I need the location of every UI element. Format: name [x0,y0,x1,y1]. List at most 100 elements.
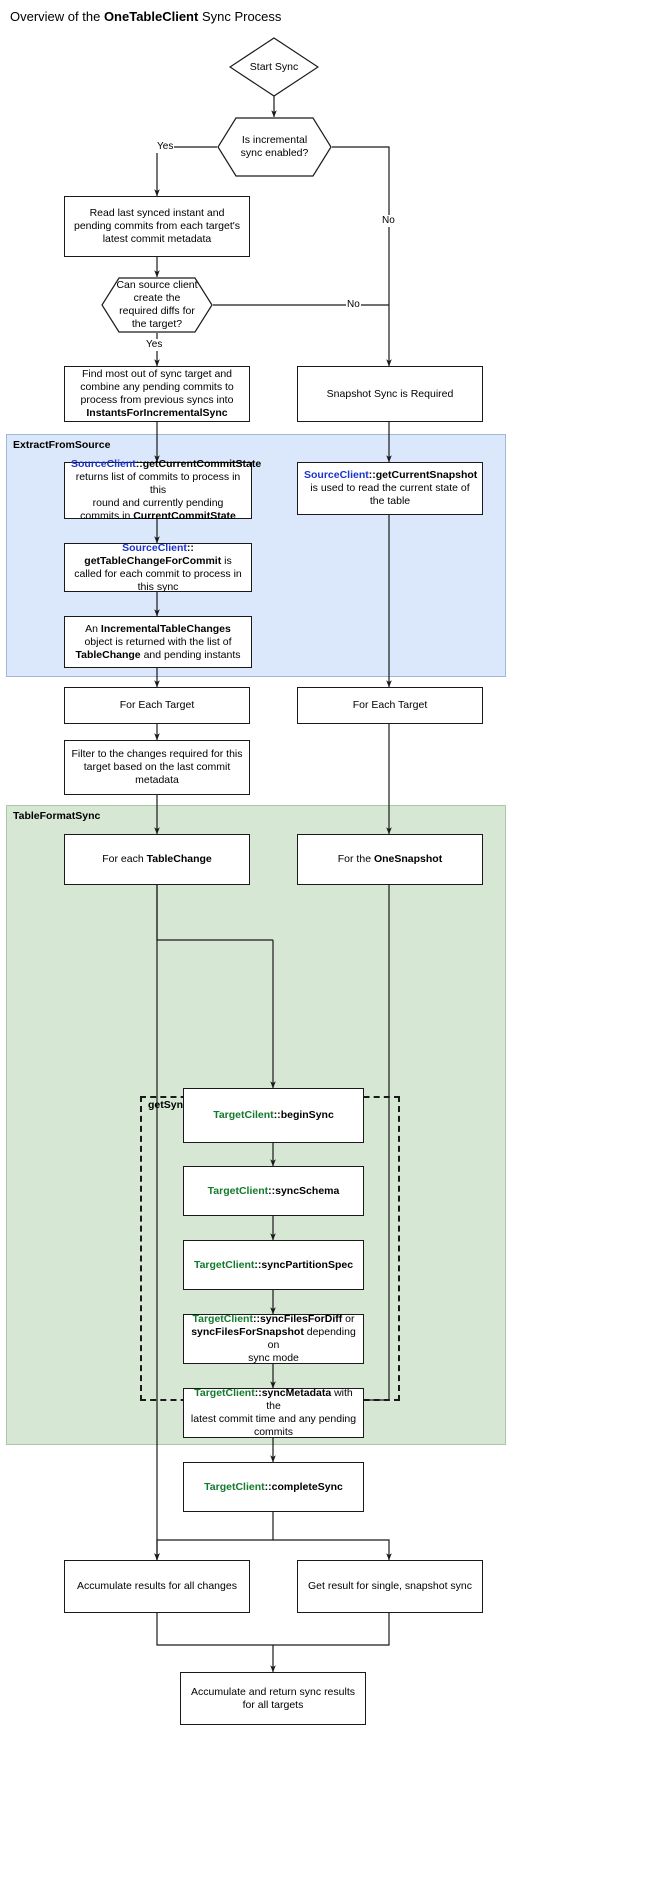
node-filter-changes-label: Filter to the changes required for this … [71,748,243,786]
node-get-current-commit-state[interactable]: SourceClient::getCurrentCommitState retu… [64,458,261,522]
node-sync-metadata-label: TargetClient::syncMetadata with the late… [190,1387,357,1439]
node-get-result-single[interactable]: Get result for single, snapshot sync [297,1560,483,1613]
node-sync-partition-spec-label: TargetClient::syncPartitionSpec [190,1259,357,1272]
body-line-2: round and currently pending [92,497,224,509]
node-is-incremental-sync-enabled-label: Is incremental sync enabled? [240,134,309,159]
title-prefix: Overview of the [10,9,104,24]
node-get-current-snapshot-label: SourceClient::getCurrentSnapshot is used… [304,469,478,508]
line-3: process from previous syncs into [80,394,234,406]
node-start-sync-label: Start Sync [249,60,299,73]
scope-sep: :: [368,469,376,481]
node-for-each-table-change-label: For each TableChange [71,853,243,866]
node-get-current-commit-state-label: SourceClient::getCurrentCommitState retu… [71,458,261,523]
edge-label-diffs-yes: Yes [145,339,164,351]
pre-text: For each [102,853,147,865]
scope-sep: :: [135,458,143,470]
method-name: getCurrentCommitState [142,458,262,470]
scope-sep: :: [273,1109,281,1121]
target-client-prefix: TargetClient [204,1480,265,1493]
alt-rest: depending on [267,1326,356,1351]
edge-label-diffs-no: No [346,299,361,311]
scope-sep: :: [254,1387,262,1399]
subgraph-table-format-sync-label: TableFormatSync [13,810,101,822]
body-line-3: commits [253,1426,294,1438]
subgraph-extract-label: ExtractFromSource [13,439,111,451]
diamond-shape [229,37,319,97]
hexagon-shape [217,117,332,177]
node-accumulate-and-return[interactable]: Accumulate and return sync results for a… [180,1672,366,1725]
method-name: syncPartitionSpec [261,1258,354,1271]
alt-method-name: syncFilesForSnapshot [191,1326,304,1338]
scope-sep: :: [254,1258,262,1271]
node-for-each-target-left-label: For Each Target [119,699,195,711]
post-text: and pending instants [140,648,241,661]
line-4-bold: InstantsForIncrementalSync [86,407,228,419]
node-can-create-diffs[interactable]: Can source client create the required di… [101,277,213,333]
scope-sep: :: [264,1480,272,1493]
node-start-sync[interactable]: Start Sync [229,37,319,97]
method-name: completeSync [271,1480,343,1493]
target-client-prefix: TargetClient [194,1387,255,1399]
node-sync-schema[interactable]: TargetClient::syncSchema [183,1166,364,1216]
node-for-the-one-snapshot[interactable]: For the OneSnapshot [297,834,483,885]
body-text: is used to read the current state of the… [310,482,470,507]
node-get-table-change-for-commit[interactable]: SourceClient:: getTableChangeForCommit i… [64,541,252,593]
node-snapshot-sync-required[interactable]: Snapshot Sync is Required [297,366,483,422]
body-line-3: commits in [80,510,134,522]
body-line-2: latest commit time and any pending [190,1413,357,1425]
method-name: getCurrentSnapshot [375,469,478,481]
source-client-prefix: SourceClient [122,541,187,554]
node-incremental-table-changes[interactable]: An IncrementalTableChanges object is ret… [64,616,252,668]
node-sync-metadata[interactable]: TargetClient::syncMetadata with the late… [183,1387,364,1439]
bold-1: IncrementalTableChanges [100,622,231,635]
node-snapshot-sync-required-label: Snapshot Sync is Required [326,387,454,400]
node-complete-sync[interactable]: TargetClient::completeSync [183,1462,364,1512]
source-client-prefix: SourceClient [304,469,369,481]
target-client-prefix: TargetClient [192,1313,253,1325]
method-name: syncFilesForDiff [259,1313,343,1325]
page-title: Overview of the OneTableClient Sync Proc… [10,8,281,25]
scope-sep: :: [252,1313,260,1325]
target-client-prefix: TargetClient [193,1258,255,1271]
edge-label-incremental-yes: Yes [156,141,175,153]
scope-sep: :: [186,541,194,554]
bold-text: OneSnapshot [373,853,443,865]
method-name: syncMetadata [261,1387,332,1399]
node-accumulate-and-return-label: Accumulate and return sync results for a… [191,1685,355,1711]
node-accumulate-results[interactable]: Accumulate results for all changes [64,1560,250,1613]
node-for-the-one-snapshot-label: For the OneSnapshot [304,853,476,866]
node-for-each-table-change[interactable]: For each TableChange [64,834,250,885]
title-bold: OneTableClient [103,9,199,24]
or-text: or [342,1313,355,1325]
node-sync-files[interactable]: TargetClient::syncFilesForDiff or syncFi… [183,1313,364,1364]
node-is-incremental-sync-enabled[interactable]: Is incremental sync enabled? [217,117,332,177]
target-client-prefix: TargetCilent [213,1109,274,1121]
node-accumulate-results-label: Accumulate results for all changes [77,1580,237,1592]
node-begin-sync-label: TargetCilent::beginSync [190,1109,357,1122]
node-sync-partition-spec[interactable]: TargetClient::syncPartitionSpec [183,1240,364,1290]
node-get-result-single-label: Get result for single, snapshot sync [308,1580,472,1592]
node-begin-sync[interactable]: TargetCilent::beginSync [183,1088,364,1143]
scope-sep: :: [268,1184,276,1197]
pre-text: An [85,622,101,635]
body-line-3-bold: CurrentCommitState [133,510,236,522]
node-find-most-out-of-sync[interactable]: Find most out of sync target and combine… [64,366,250,422]
method-name: syncSchema [275,1184,340,1197]
body-line-1: returns list of commits to process in th… [75,471,241,496]
body-text: is called for each commit to process in … [74,554,242,593]
node-get-current-snapshot[interactable]: SourceClient::getCurrentSnapshot is used… [297,462,483,515]
node-for-each-target-right[interactable]: For Each Target [297,687,483,724]
node-for-each-target-right-label: For Each Target [352,699,428,711]
line-2: combine any pending commits to [80,381,234,393]
pre-text: For the [337,853,374,865]
node-for-each-target-left[interactable]: For Each Target [64,687,250,724]
method-name: beginSync [280,1109,334,1121]
node-filter-changes[interactable]: Filter to the changes required for this … [64,740,250,795]
node-read-last-synced[interactable]: Read last synced instant and pending com… [64,196,250,257]
hexagon-shape [101,277,213,333]
title-suffix: Sync Process [198,9,282,24]
bold-2: TableChange [75,648,141,661]
tail-text: sync mode [248,1352,299,1364]
method-name: getTableChangeForCommit [84,554,222,567]
edge-label-incremental-no: No [381,215,396,227]
